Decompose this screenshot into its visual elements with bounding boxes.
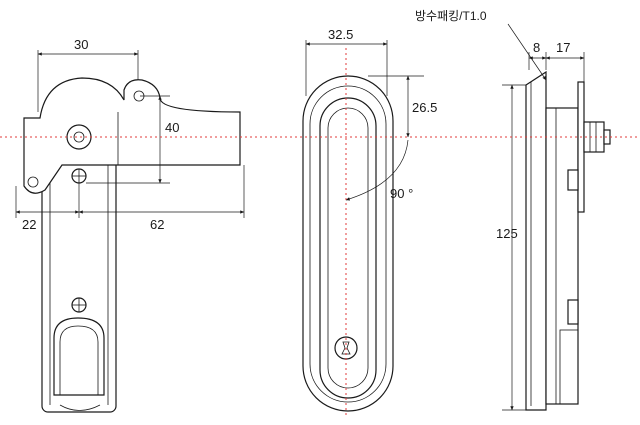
dim-label-8: 8 — [533, 40, 540, 55]
dim-label-30: 30 — [74, 37, 88, 52]
mounting-flange — [577, 81, 585, 213]
dim-label-32-5: 32.5 — [328, 27, 353, 42]
mount-hole-left — [27, 176, 39, 188]
grip-pocket — [53, 317, 105, 396]
plate-screw-lower — [567, 299, 579, 325]
dim-label-22: 22 — [22, 217, 36, 232]
rotation-angle-label: 90 ° — [390, 186, 413, 201]
gasket-leader — [507, 23, 547, 81]
plate-screw-upper — [567, 169, 579, 191]
rotation-arc — [345, 139, 409, 201]
escutcheon-inner — [309, 85, 387, 403]
lever-plate — [23, 77, 241, 194]
body-plate — [545, 107, 579, 405]
side-view: 32.5 26.5 90 ° — [302, 27, 437, 412]
handle-profile — [525, 70, 547, 411]
handle-lever — [319, 97, 377, 399]
dim-label-40: 40 — [165, 120, 179, 135]
front-view: 30 40 22 62 — [15, 37, 245, 413]
dim-label-17: 17 — [556, 40, 570, 55]
profile-view: 방수패킹/T1.0 8 17 125 — [415, 9, 611, 411]
gasket-note: 방수패킹/T1.0 — [415, 9, 487, 23]
dim-label-26-5: 26.5 — [412, 100, 437, 115]
dim-label-62: 62 — [150, 217, 164, 232]
dim-label-125: 125 — [496, 226, 518, 241]
